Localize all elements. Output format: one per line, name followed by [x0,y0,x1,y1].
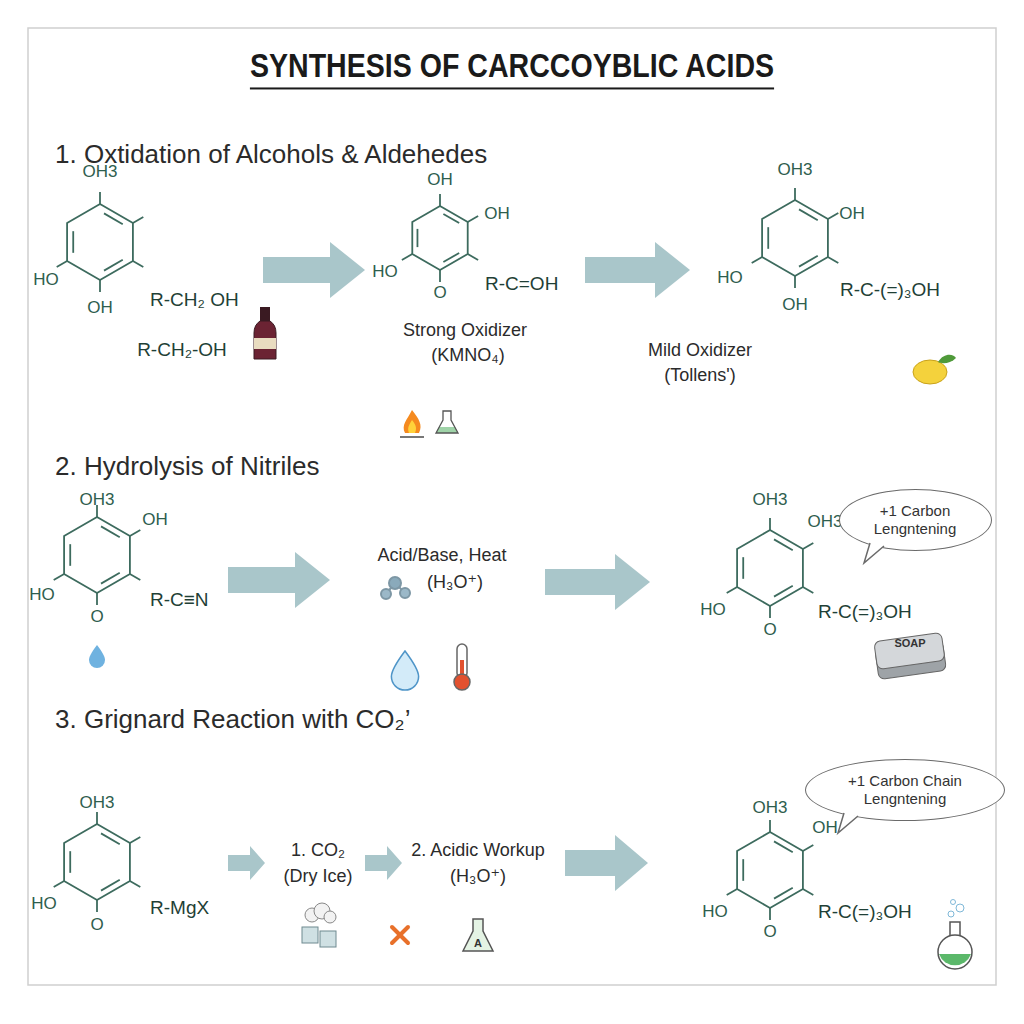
atom-label: O [763,922,776,942]
flask-icon [436,411,458,433]
acid-flask [463,919,493,951]
atom-label: HO [702,902,728,922]
title: SYNTHESIS OF CARCCOYBLIC ACIDS [250,46,774,89]
atom-label: HO [29,585,55,605]
atom-label: O [90,915,103,935]
atom-label: OH3 [80,793,115,813]
reagent-label: 2. Acidic Workup [411,840,545,861]
atom-label: HO [700,600,726,620]
atom-label: OH [427,170,453,190]
reaction-arrows [228,242,690,891]
thermometer-icon [454,644,470,690]
frame [28,28,996,985]
atom-label: O [433,283,446,303]
section-heading: 3. Grignard Reaction with CO₂’ [55,705,410,735]
atom-label: OH3 [80,490,115,510]
dry-ice [302,903,336,947]
benzene-ring [54,812,141,912]
atom-label: OH [839,204,865,224]
reagent-label: Mild Oxidizer [648,340,752,361]
molecule-icon [381,577,410,599]
bubble-text: +1 Carbon Chain Lengntening [839,772,971,808]
benzene-ring [402,194,478,282]
section-heading: 1. Oxtidation of Alcohols & Aldehedes [55,140,487,170]
atom-label: HO [31,894,57,914]
atom-label: O [90,607,103,627]
lemon-icon [913,355,956,384]
reagent-label: 1. CO₂ [291,840,345,861]
atom-label: OH [142,510,168,530]
atom-label: OH [812,818,838,838]
cross-mark [392,927,408,943]
icon-label: SOAP [894,637,925,650]
speech-bubble: +1 Carbon Lengntening [839,489,992,551]
atom-label: HO [372,262,398,282]
benzene-ring [54,505,141,605]
reagent-label: Strong Oxidizer [403,320,527,341]
formula-label: R-C=OH [485,273,558,295]
water-drop [89,645,105,668]
bubble-tail [838,813,868,837]
benzene-ring [57,192,144,292]
formula-label: R-CH₂ OH [150,289,239,311]
atom-label: OH3 [808,512,843,532]
atom-label: OH [87,298,113,318]
atom-label: OH3 [778,160,813,180]
atom-label: OH3 [753,798,788,818]
section-heading: 2. Hydrolysis of Nitriles [55,452,319,482]
formula-label: R-C(=)₃OH [818,901,912,923]
formula-label: R-MgX [150,897,209,919]
benzene-ring [727,518,814,618]
atom-label: OH3 [753,490,788,510]
benzene-ring [727,820,814,920]
speech-bubble: +1 Carbon Chain Lengntening [805,759,1005,821]
bubble-tail [864,543,894,567]
reagent-label: (Tollens') [664,365,735,386]
soap-bar [874,632,947,679]
reagent-label: (H₃O⁺) [427,572,483,593]
reagent-label: Acid/Base, Heat [377,545,506,566]
bubble-text: +1 Carbon Lengntening [865,502,965,538]
wine-bottle [254,307,276,359]
formula-label: R-CH₂-OH [137,339,227,361]
benzene-ring [752,188,839,288]
reagent-label: (Dry Ice) [284,866,353,887]
water-drop [391,651,418,690]
reagent-label: (KMNO₄) [431,345,504,366]
atom-label: HO [33,270,59,290]
formula-label: R-C≡N [150,589,209,611]
flame-icon [400,410,424,437]
atom-label: OH [782,295,808,315]
atom-label: HO [717,268,743,288]
round-flask [938,900,972,970]
formula-label: R-C-(=)₃OH [840,279,940,301]
reagent-label: (H₃O⁺) [450,866,506,887]
formula-label: R-C(=)₃OH [818,601,912,623]
atom-label: OH [484,204,510,224]
atom-label: O [763,620,776,640]
atom-label: OH3 [83,162,118,182]
icon-label: A [474,937,482,950]
